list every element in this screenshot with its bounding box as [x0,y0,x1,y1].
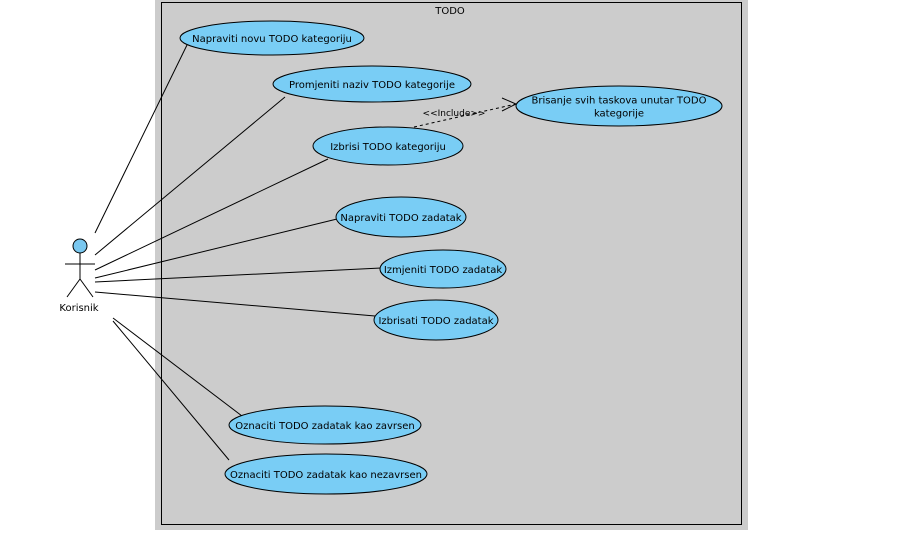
use-case-ellipse [515,85,723,127]
use-case-uc2[interactable]: Promjeniti naziv TODO kategorije [272,65,472,103]
use-case-ellipse [179,20,365,56]
association-lines [94,44,382,461]
association-line-uc9 [112,320,230,461]
actor-head [72,238,88,254]
use-case-label: Napraviti novu TODO kategoriju [192,34,352,45]
use-case-label: Napraviti TODO zadatak [340,213,461,224]
actor-name: Korisnik [59,303,98,314]
use-case-uc8[interactable]: Oznaciti TODO zadatak kao zavrsen [228,405,422,445]
association-line-uc2 [94,96,286,256]
include-stereotype: <<Include>> [423,109,486,119]
use-case-ellipse [373,299,499,341]
use-case-ellipse [224,453,428,495]
use-case-ellipse [272,65,472,103]
association-line-uc7 [94,291,376,317]
use-case-ellipse [312,126,464,166]
use-case-uc5[interactable]: Napraviti TODO zadatak [335,196,467,238]
association-line-uc1 [94,44,188,234]
system-title: TODO [434,6,465,17]
use-case-uc1[interactable]: Napraviti novu TODO kategoriju [179,20,365,56]
association-line-uc8 [112,317,243,417]
actor-left-leg [66,278,81,298]
actor-right-leg [79,278,94,298]
association-line-uc3 [94,158,329,271]
use-cases: Napraviti novu TODO kategorijuPromjeniti… [179,20,723,495]
use-case-uc3[interactable]: Izbrisi TODO kategoriju [312,126,464,166]
use-case-ellipse [379,249,507,289]
use-case-ellipse [335,196,467,238]
use-case-uc7[interactable]: Izbrisati TODO zadatak [373,299,499,341]
use-case-label: Promjeniti naziv TODO kategorije [289,80,455,91]
use-case-uc6[interactable]: Izmjeniti TODO zadatak [379,249,507,289]
use-case-label: Izbrisi TODO kategoriju [330,142,446,153]
use-case-label: Izbrisati TODO zadatak [378,316,493,327]
actor-korisnik[interactable]: Korisnik [59,238,99,314]
use-case-label: Oznaciti TODO zadatak kao zavrsen [235,421,415,432]
association-line-uc5 [94,218,338,279]
use-case-ellipse [228,405,422,445]
use-case-label: Brisanje svih taskova unutar TODO [532,96,707,107]
use-case-uc9[interactable]: Oznaciti TODO zadatak kao nezavrsen [224,453,428,495]
association-line-uc6 [94,267,382,283]
use-case-uc4[interactable]: Brisanje svih taskova unutar TODO kategor… [515,85,723,127]
use-case-label: kategorije [594,109,644,120]
use-case-label: Oznaciti TODO zadatak kao nezavrsen [230,470,422,481]
use-case-label: Izmjeniti TODO zadatak [384,265,502,276]
